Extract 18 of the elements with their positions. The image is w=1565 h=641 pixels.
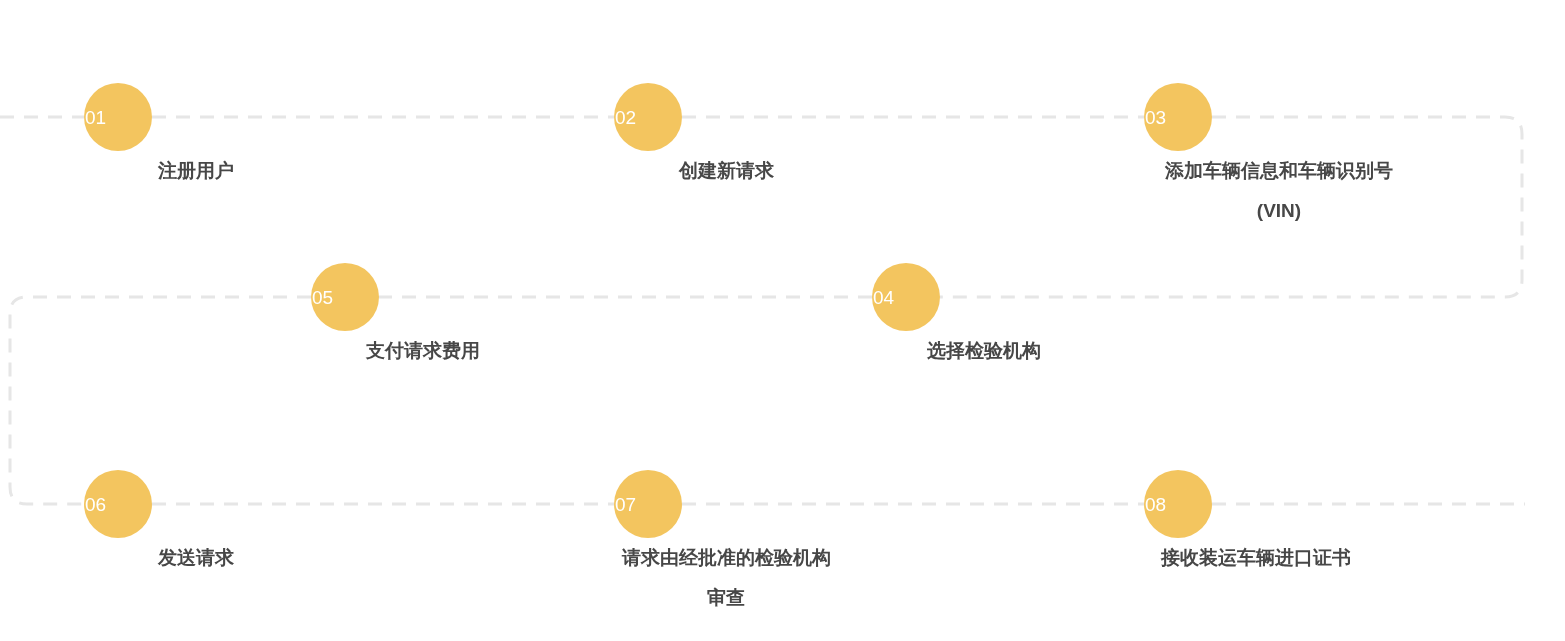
step-number: 01: [85, 107, 107, 127]
step-number: 08: [1145, 494, 1167, 514]
step-description: 添加车辆信息和车辆识别号 (VIN): [1164, 159, 1394, 223]
step-description: 发送请求: [157, 546, 235, 570]
step-description: 支付请求费用: [365, 339, 481, 363]
step-description: 注册用户: [157, 159, 235, 183]
step-description: 选择检验机构: [926, 339, 1042, 363]
step-number: 02: [615, 107, 637, 127]
step-description: 接收装运车辆进口证书: [1159, 546, 1352, 570]
dashed-connector: [8, 295, 311, 506]
step-description: 请求由经批准的检验机构审查: [620, 546, 832, 610]
step-number: 03: [1145, 107, 1167, 127]
step-number: 07: [615, 494, 637, 514]
dashed-connector: [940, 115, 1524, 299]
step-description: 创建新请求: [677, 159, 775, 183]
step-number: 05: [312, 287, 334, 307]
step-number: 06: [85, 494, 107, 514]
step-number: 04: [873, 287, 895, 307]
